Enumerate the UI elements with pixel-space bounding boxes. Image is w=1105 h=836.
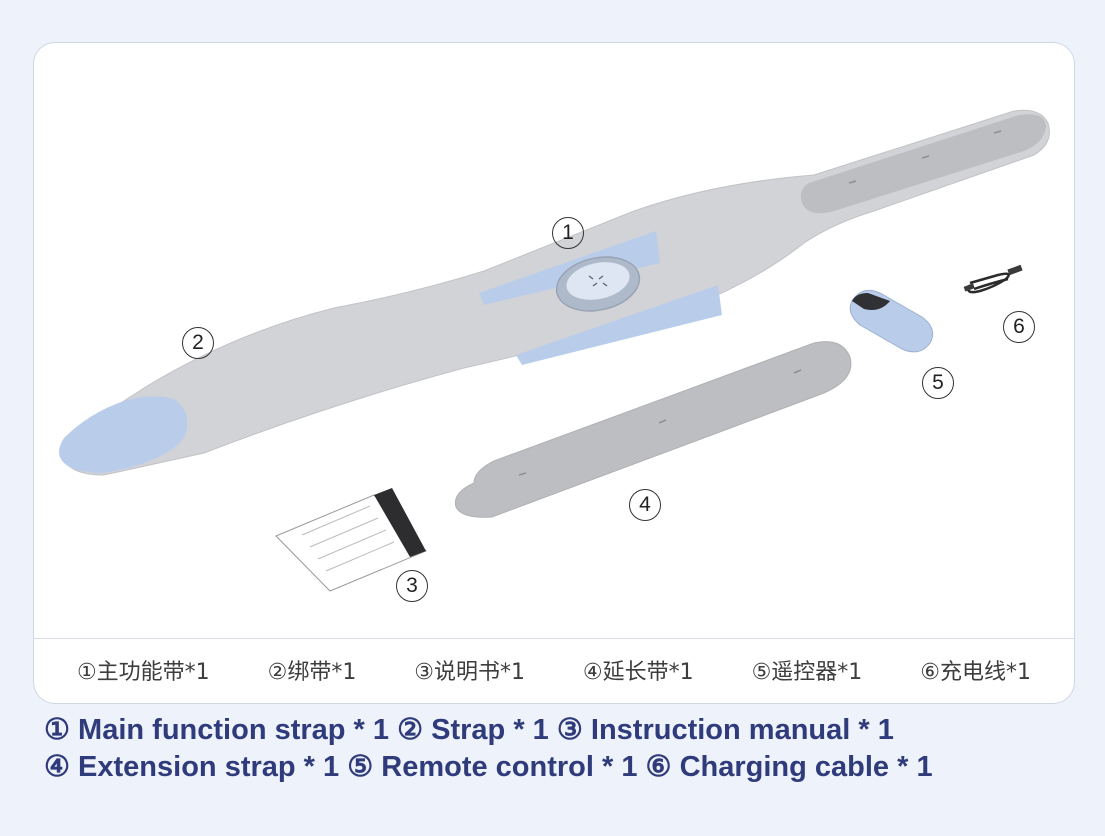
- remote-control-image: [849, 289, 934, 353]
- marker-manual: 3: [396, 570, 428, 602]
- marker-main-function-strap: 1: [552, 217, 584, 249]
- cn-label-extension-strap: ④延长带*1: [582, 660, 694, 685]
- english-caption-line-2: ④ Extension strap * 1 ⑤ Remote control *…: [44, 751, 933, 783]
- manual-image: [275, 488, 427, 592]
- marker-charging-cable: 6: [1003, 311, 1035, 343]
- product-card: 1 2 3 4 5 6 ①主功能带*1 ②绑带*1 ③说明书*1 ④延长带*1 …: [33, 42, 1075, 704]
- marker-strap: 2: [182, 327, 214, 359]
- cn-label-charging-cable: ⑥充电线*1: [920, 660, 1031, 685]
- chinese-label-row: ①主功能带*1 ②绑带*1 ③说明书*1 ④延长带*1 ⑤遥控器*1 ⑥充电线*…: [34, 639, 1074, 701]
- cn-label-main-function-strap: ①主功能带*1: [76, 660, 210, 685]
- strap-image: [59, 109, 1050, 476]
- main-function-strap-image: [479, 231, 722, 365]
- card-divider: [34, 638, 1074, 639]
- marker-extension-strap: 4: [629, 489, 661, 521]
- cn-label-strap: ②绑带*1: [267, 660, 357, 685]
- cn-label-remote-control: ⑤遥控器*1: [751, 660, 863, 685]
- product-illustration: [59, 109, 1050, 592]
- marker-remote-control: 5: [922, 367, 954, 399]
- charging-cable-image: [963, 264, 1023, 294]
- english-caption: ① Main function strap * 1 ② Strap * 1 ③ …: [44, 712, 1084, 786]
- cn-label-manual: ③说明书*1: [414, 660, 525, 685]
- extension-strap-image: [454, 341, 852, 518]
- english-caption-line-1: ① Main function strap * 1 ② Strap * 1 ③ …: [44, 714, 894, 746]
